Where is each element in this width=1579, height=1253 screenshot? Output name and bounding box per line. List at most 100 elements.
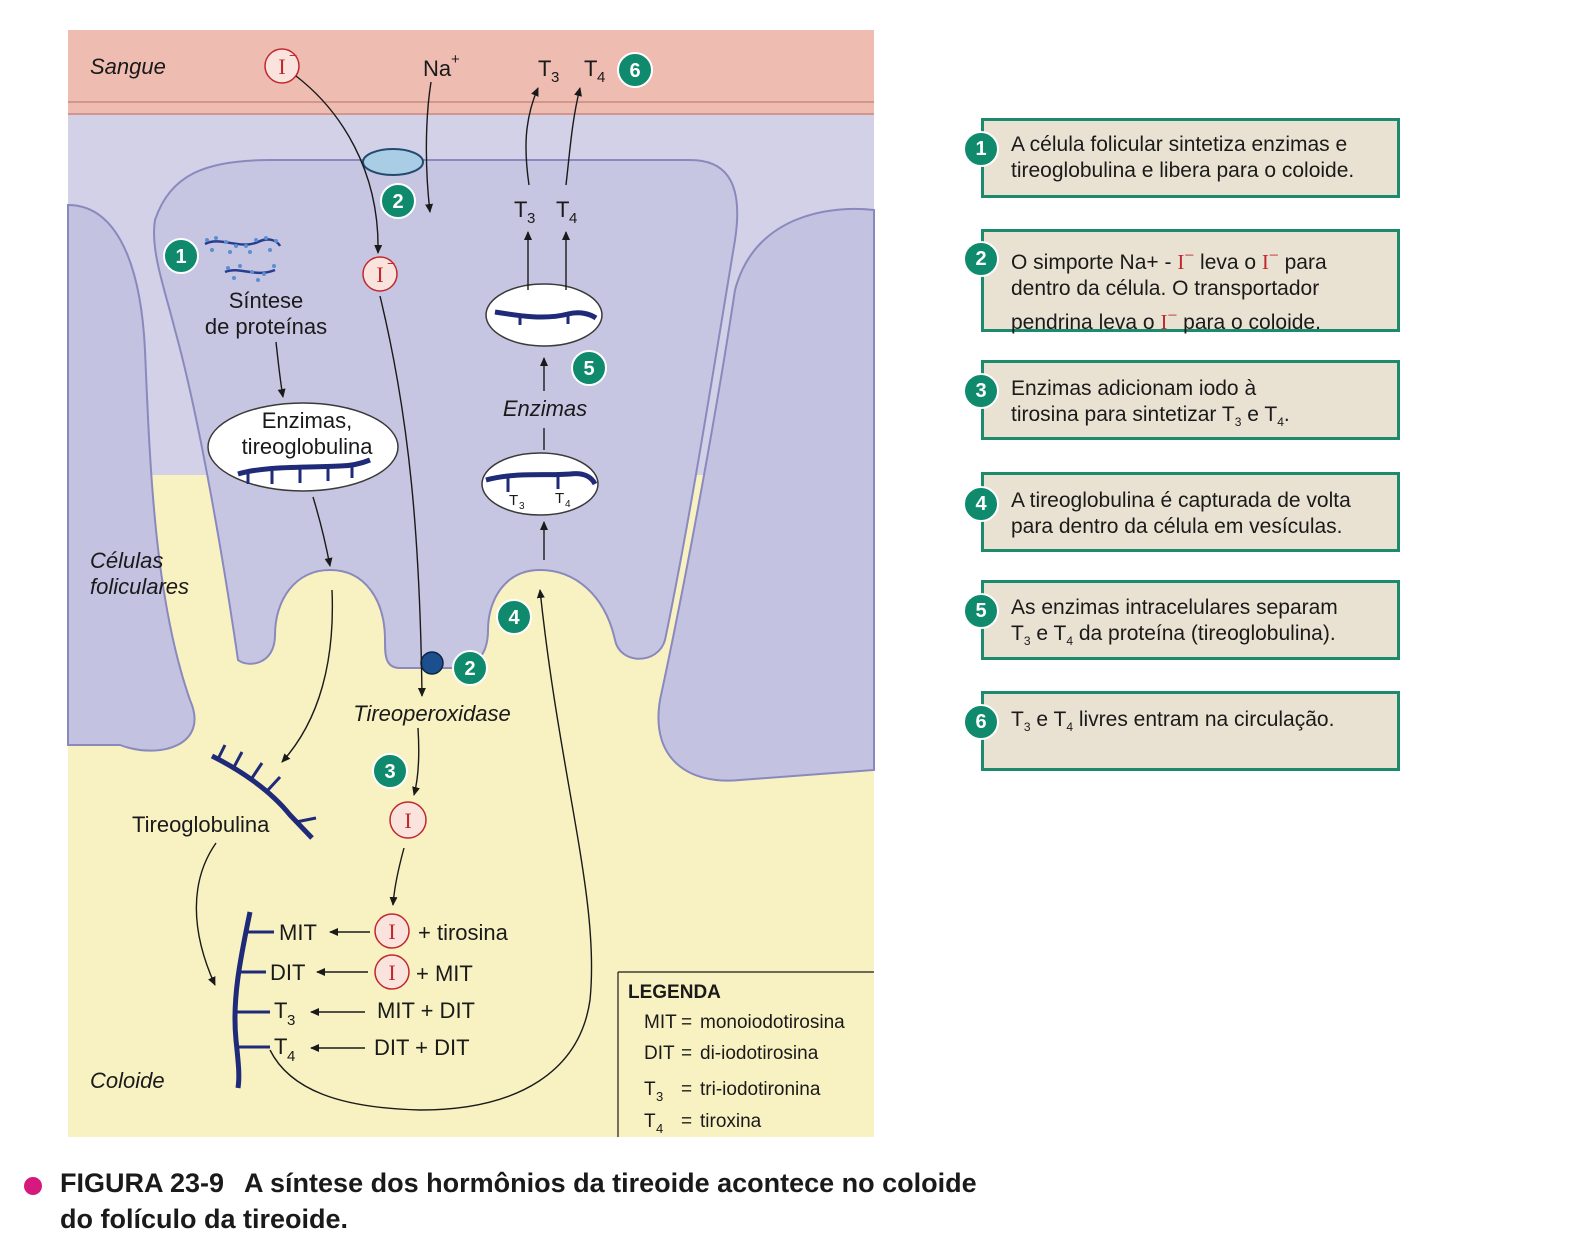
legend: LEGENDA MIT = monoiodotirosina DIT = di-… — [617, 971, 874, 1137]
badge-3-diagram: 3 — [372, 753, 408, 789]
pathway-arrows — [195, 75, 593, 1111]
svg-text:tri-iodotironina: tri-iodotironina — [700, 1079, 821, 1100]
svg-text:T: T — [274, 998, 287, 1023]
svg-text:T: T — [644, 1111, 656, 1132]
t4-cell-label: T 4 — [556, 197, 577, 227]
badge-2-diagram-top: 2 — [380, 183, 416, 219]
badge-4: 4 — [963, 486, 999, 522]
step-box-4: 4 A tireoglobulina é capturada de volta … — [963, 472, 1400, 552]
badge-5: 5 — [963, 593, 999, 629]
iodide-cell: I − — [362, 255, 398, 292]
svg-text:2: 2 — [464, 658, 475, 680]
step-6-text: T3 e T4 livres entram na circulação. — [1011, 708, 1335, 735]
svg-text:T: T — [514, 197, 527, 222]
svg-text:T: T — [644, 1079, 656, 1100]
svg-text:I: I — [388, 919, 395, 944]
step-box-1: 1 A célula folicular sintetiza enzimas e… — [963, 118, 1400, 198]
figure-number: FIGURA 23-9 — [60, 1168, 225, 1198]
svg-text:I: I — [404, 808, 411, 833]
t4-blood-label: T 4 — [584, 56, 605, 86]
reaction-reactant-tirosina: + tirosina — [418, 920, 509, 945]
protein-synthesis-label-1: Síntese — [229, 288, 304, 313]
svg-text:3: 3 — [656, 1089, 663, 1104]
step-box-2: 2 O simporte Na+ - I− leva o I− para den… — [963, 229, 1400, 334]
reaction-product-dit: DIT — [270, 960, 305, 985]
follicular-cell-left — [67, 203, 196, 752]
svg-text:=: = — [681, 1043, 692, 1064]
svg-text:I: I — [278, 54, 285, 79]
sodium-label: Na + — [423, 51, 460, 81]
caption-bullet — [24, 1177, 42, 1195]
badge-1-diagram: 1 — [163, 238, 199, 274]
svg-text:I: I — [376, 262, 383, 287]
thyroglobulin-backbone — [232, 911, 274, 1089]
svg-text:1: 1 — [175, 246, 186, 268]
svg-text:6: 6 — [629, 60, 640, 82]
reaction-product-t4: T 4 — [274, 1034, 295, 1065]
t3-blood-label: T 3 — [538, 56, 559, 86]
reaction-reactant-mit: + MIT — [416, 961, 473, 986]
svg-text:T: T — [274, 1034, 287, 1059]
badge-5-diagram: 5 — [571, 350, 607, 386]
svg-text:=: = — [681, 1012, 692, 1033]
svg-text:T: T — [584, 56, 597, 81]
protein-synthesis-label-2: de proteínas — [205, 314, 327, 339]
vesicle-label-1: Enzimas, — [262, 408, 352, 433]
svg-text:−: − — [289, 47, 297, 63]
cells-label-2: foliculares — [90, 574, 189, 599]
thyroglobulin-label: Tireoglobulina — [132, 812, 270, 837]
svg-text:3: 3 — [527, 210, 535, 227]
svg-text:di-iodotirosina: di-iodotirosina — [700, 1043, 819, 1064]
svg-text:3: 3 — [551, 69, 559, 86]
caption-text-1: A síntese dos hormônios da tireoide acon… — [244, 1168, 977, 1198]
svg-text:4: 4 — [508, 607, 520, 629]
svg-text:4: 4 — [656, 1121, 663, 1136]
svg-text:=: = — [681, 1079, 692, 1100]
pendrin-transporter — [420, 651, 444, 675]
reaction-iodine-1: I — [374, 913, 410, 949]
svg-text:T: T — [556, 197, 569, 222]
badge-2: 2 — [963, 241, 999, 277]
enzymes-label: Enzimas — [503, 396, 587, 421]
vesicle-split-protein — [485, 283, 603, 347]
cells-label-1: Células — [90, 548, 163, 573]
tpo-label: Tireoperoxidase — [353, 701, 511, 726]
vesicle-endocytosed: T 3 T 4 — [481, 452, 599, 516]
vesicle-label-2: tireoglobulina — [242, 434, 374, 459]
step-2-text: O simporte Na+ - I− leva o I− para dentr… — [1011, 245, 1327, 334]
reaction-product-t3: T 3 — [274, 998, 295, 1029]
badge-4-diagram: 4 — [496, 599, 532, 635]
svg-text:T: T — [509, 492, 518, 509]
thyroglobulin-colloid — [210, 744, 317, 840]
svg-text:4: 4 — [569, 210, 577, 227]
svg-text:tiroxina: tiroxina — [700, 1111, 762, 1132]
step-box-3: 3 Enzimas adicionam iodo à tirosina para… — [963, 360, 1400, 440]
step-box-5: 5 As enzimas intracelulares separam T3 e… — [963, 580, 1400, 660]
step-1-text: A célula folicular sintetiza enzimas e t… — [1011, 133, 1355, 182]
svg-text:5: 5 — [583, 358, 594, 380]
svg-text:T: T — [538, 56, 551, 81]
svg-text:4: 4 — [287, 1048, 295, 1065]
svg-text:2: 2 — [392, 191, 403, 213]
svg-text:=: = — [681, 1111, 692, 1132]
colloid-label: Coloide — [90, 1068, 165, 1093]
step-4-text: A tireoglobulina é capturada de volta pa… — [1011, 489, 1351, 538]
blood-label: Sangue — [90, 54, 166, 79]
follicular-cell-right — [657, 207, 875, 782]
badge-6: 6 — [963, 704, 999, 740]
follicular-cell-center — [153, 159, 739, 669]
iodide-blood: I − — [264, 47, 300, 84]
blood-region — [68, 30, 874, 115]
badge-1: 1 — [963, 131, 999, 167]
na-i-symporter — [362, 148, 424, 176]
svg-text:+: + — [451, 51, 460, 68]
iodine-colloid: I — [389, 801, 427, 839]
svg-text:4: 4 — [565, 499, 571, 510]
reaction-product-mit: MIT — [279, 920, 317, 945]
step-box-6: 6 T3 e T4 livres entram na circulação. — [963, 691, 1400, 771]
svg-text:DIT: DIT — [644, 1043, 675, 1064]
vesicle-enzymes-thyroglobulin — [207, 402, 399, 492]
reaction-reactant-mit-dit: MIT + DIT — [377, 998, 475, 1023]
badge-2-diagram-bottom: 2 — [452, 650, 488, 686]
